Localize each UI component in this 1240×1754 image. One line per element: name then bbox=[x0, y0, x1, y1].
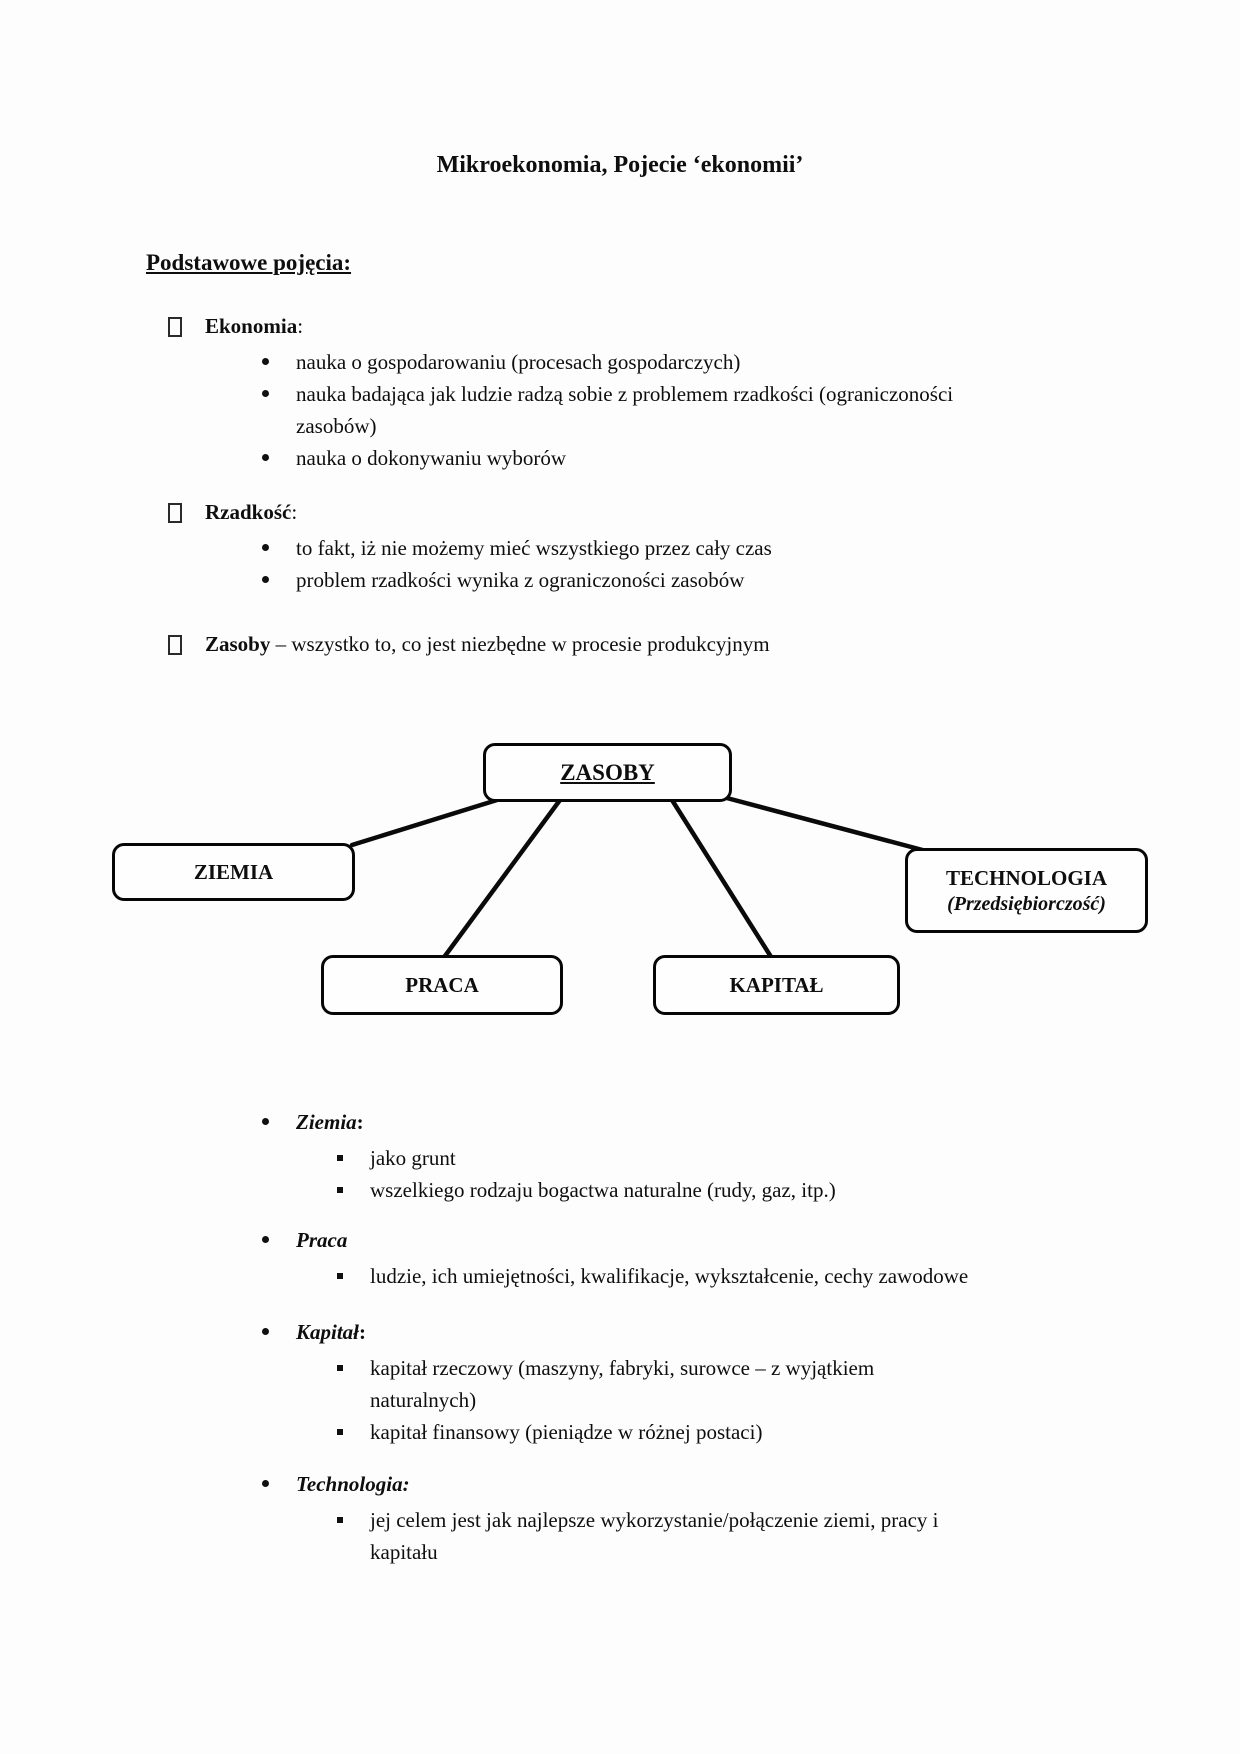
node-label: ZIEMIA bbox=[193, 860, 274, 884]
dot-bullet-icon bbox=[262, 544, 269, 551]
term-text: Zasoby – wszystko to, co jest niezbędne … bbox=[205, 632, 770, 656]
dot-bullet-icon bbox=[262, 576, 269, 583]
term-row: Ekonomia: bbox=[0, 310, 1100, 342]
term-text: Praca bbox=[296, 1228, 348, 1252]
list-item: nauka badająca jak ludzie radzą sobie z … bbox=[0, 378, 1100, 442]
term-row: Zasoby – wszystko to, co jest niezbędne … bbox=[0, 628, 1100, 660]
dot-bullet-icon bbox=[262, 1480, 269, 1487]
document-title: Mikroekonomia, Pojecie ‘ekonomii’ bbox=[436, 152, 804, 178]
list-item: ludzie, ich umiejętności, kwalifikacje, … bbox=[0, 1260, 1100, 1292]
diagram-node-praca: PRACA bbox=[321, 955, 563, 1015]
term-text: Ekonomia: bbox=[205, 314, 304, 338]
list-item: kapitał rzeczowy (maszyny, fabryki, suro… bbox=[0, 1352, 1100, 1416]
connector-lines bbox=[349, 794, 933, 963]
box-bullet-icon bbox=[168, 317, 182, 337]
list-item: problem rzadkości wynika z ograniczonośc… bbox=[0, 564, 1100, 596]
box-bullet-icon bbox=[168, 503, 182, 523]
node-label: TECHNOLOGIA bbox=[945, 865, 1108, 890]
resources-diagram: ZASOBY ZIEMIA TECHNOLOGIA (Przedsiębiorc… bbox=[0, 740, 1240, 1040]
node-label: PRACA bbox=[405, 973, 479, 997]
term-row: Ziemia: bbox=[0, 1106, 1100, 1138]
term-row: Praca bbox=[0, 1224, 1100, 1256]
list-item: jej celem jest jak najlepsze wykorzystan… bbox=[0, 1504, 1100, 1568]
square-bullet-icon bbox=[337, 1429, 343, 1435]
square-bullet-icon bbox=[337, 1517, 343, 1523]
dot-bullet-icon bbox=[262, 454, 269, 461]
term-row: Kapitał: bbox=[0, 1316, 1100, 1348]
bullet-text: kapitał finansowy (pieniądze w różnej po… bbox=[370, 1420, 763, 1444]
diagram-node-technologia: TECHNOLOGIA (Przedsiębiorczość) bbox=[905, 848, 1148, 933]
term-text: Technologia: bbox=[296, 1472, 410, 1496]
bullet-text: jej celem jest jak najlepsze wykorzystan… bbox=[370, 1508, 939, 1564]
term-text: Ziemia: bbox=[296, 1110, 364, 1134]
dot-bullet-icon bbox=[262, 1118, 269, 1125]
square-bullet-icon bbox=[337, 1273, 343, 1279]
dot-bullet-icon bbox=[262, 1328, 269, 1335]
dot-bullet-icon bbox=[262, 1236, 269, 1243]
bullet-text: problem rzadkości wynika z ograniczonośc… bbox=[296, 568, 745, 592]
term-text: Kapitał: bbox=[296, 1320, 367, 1344]
section-zasoby: Zasoby – wszystko to, co jest niezbędne … bbox=[0, 628, 1100, 664]
detail-praca: Praca ludzie, ich umiejętności, kwalifik… bbox=[0, 1224, 1100, 1292]
list-item: nauka o dokonywaniu wyborów bbox=[0, 442, 1100, 474]
list-item: to fakt, iż nie możemy mieć wszystkiego … bbox=[0, 532, 1100, 564]
detail-technologia: Technologia: jej celem jest jak najlepsz… bbox=[0, 1468, 1100, 1568]
diagram-node-zasoby: ZASOBY bbox=[483, 743, 732, 802]
node-label: ZASOBY bbox=[560, 759, 655, 785]
section-ekonomia: Ekonomia: nauka o gospodarowaniu (proces… bbox=[0, 310, 1100, 474]
square-bullet-icon bbox=[337, 1187, 343, 1193]
list-item: jako grunt bbox=[0, 1142, 1100, 1174]
section-heading: Podstawowe pojęcia: bbox=[146, 250, 352, 275]
bullet-text: wszelkiego rodzaju bogactwa naturalne (r… bbox=[370, 1178, 836, 1202]
dot-bullet-icon bbox=[262, 358, 269, 365]
dot-bullet-icon bbox=[262, 390, 269, 397]
detail-kapital: Kapitał: kapitał rzeczowy (maszyny, fabr… bbox=[0, 1316, 1100, 1448]
bullet-text: jako grunt bbox=[370, 1146, 456, 1170]
diagram-node-ziemia: ZIEMIA bbox=[112, 843, 355, 901]
bullet-text: ludzie, ich umiejętności, kwalifikacje, … bbox=[370, 1264, 969, 1288]
term-text: Rzadkość: bbox=[205, 500, 298, 524]
bullet-text: kapitał rzeczowy (maszyny, fabryki, suro… bbox=[370, 1356, 875, 1412]
bullet-text: nauka badająca jak ludzie radzą sobie z … bbox=[296, 382, 954, 438]
box-bullet-icon bbox=[168, 635, 182, 655]
diagram-node-kapital: KAPITAŁ bbox=[653, 955, 900, 1015]
node-sublabel: (Przedsiębiorczość) bbox=[947, 892, 1106, 915]
term-row: Technologia: bbox=[0, 1468, 1100, 1500]
square-bullet-icon bbox=[337, 1155, 343, 1161]
node-label: KAPITAŁ bbox=[729, 973, 824, 997]
square-bullet-icon bbox=[337, 1365, 343, 1371]
list-item: wszelkiego rodzaju bogactwa naturalne (r… bbox=[0, 1174, 1100, 1206]
list-item: kapitał finansowy (pieniądze w różnej po… bbox=[0, 1416, 1100, 1448]
term-row: Rzadkość: bbox=[0, 496, 1100, 528]
bullet-text: nauka o gospodarowaniu (procesach gospod… bbox=[296, 350, 741, 374]
detail-ziemia: Ziemia: jako grunt wszelkiego rodzaju bo… bbox=[0, 1106, 1100, 1206]
list-item: nauka o gospodarowaniu (procesach gospod… bbox=[0, 346, 1100, 378]
bullet-text: to fakt, iż nie możemy mieć wszystkiego … bbox=[296, 536, 772, 560]
bullet-text: nauka o dokonywaniu wyborów bbox=[296, 446, 567, 470]
section-rzadkosc: Rzadkość: to fakt, iż nie możemy mieć ws… bbox=[0, 496, 1100, 596]
